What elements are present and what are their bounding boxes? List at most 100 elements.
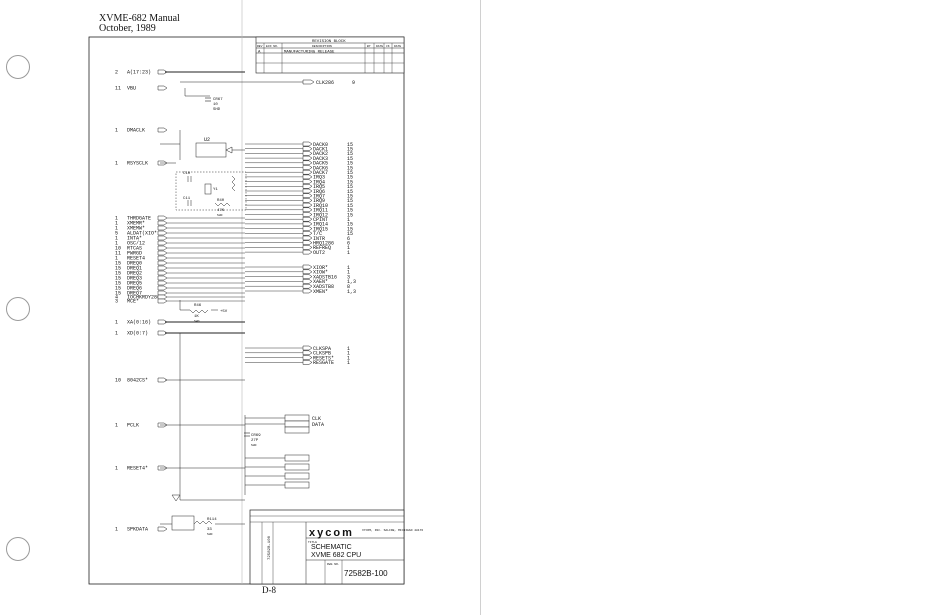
title-line-2: XVME 682 CPU [311, 552, 361, 559]
left-signal-pin: 1 [115, 216, 118, 222]
r40-ref: R40 [217, 199, 225, 203]
right-signal-name: DACK0 [313, 142, 328, 148]
binder-hole-middle [6, 297, 30, 321]
revision-block-title: REVISION BLOCK [312, 40, 346, 44]
left-signal-name: RESET4 [127, 256, 145, 262]
left-signal-name: PWRGD [127, 251, 142, 257]
rev-letter: A [258, 51, 261, 55]
right-signal-name: IRQ14 [313, 222, 328, 228]
left-connector-arrow [157, 290, 168, 296]
r114-ref: R114 [207, 518, 217, 522]
right-signal-name: XIOR* [313, 265, 328, 271]
r40-value: 47K [217, 209, 225, 213]
right-signal-name: DACK1 [313, 147, 328, 153]
c-pclk-ref: CR69 [251, 434, 261, 438]
left-signal-pin: 10 [115, 378, 121, 384]
right-connector-arrow [302, 146, 313, 151]
right-connector-arrow [302, 216, 313, 222]
left-signal-pin: 15 [115, 286, 121, 292]
left-signal-name: IOCHKRDY286 [127, 295, 160, 301]
company-logo: xycom [309, 527, 354, 539]
right-signal-sheet: 15 [347, 222, 353, 228]
blank-right-page [481, 0, 950, 615]
right-signal-name: RESGATE [313, 360, 334, 366]
kbd-data-label: DATA [312, 422, 324, 428]
right-signal-name: IRQ12 [313, 212, 328, 218]
right-signal-sheet: 15 [347, 175, 353, 181]
left-connector-arrow [157, 330, 168, 336]
left-signal-name: PCLK [127, 423, 139, 429]
c-vbu-note: SHD [213, 108, 221, 112]
left-connector-arrow [157, 294, 168, 300]
right-connector-arrow [302, 184, 313, 189]
left-connector-arrow [157, 255, 168, 261]
left-connector-arrow [157, 225, 168, 231]
y1-label: Y1 [213, 188, 218, 192]
right-signal-sheet: 15 [347, 156, 353, 162]
rev-col-date: DATE [376, 45, 383, 48]
company-address: XYCOM, INC. SALINE, MICHIGAN 48176 [362, 529, 423, 532]
left-signal-pin: 10 [115, 246, 121, 252]
right-signal-sheet: 1 [347, 355, 350, 361]
right-signal-name: XMEN* [313, 289, 328, 295]
right-connector-arrow [302, 207, 313, 213]
right-signal-sheet: 15 [347, 184, 353, 190]
left-signal-name: SPKDATA [127, 527, 148, 533]
right-connector-arrow [302, 279, 313, 284]
manual-title: XVME-682 Manual [99, 13, 180, 24]
keyboard-connectors [245, 414, 310, 489]
right-signal-sheet: 1,3 [347, 289, 356, 295]
bus-wiring [160, 71, 246, 501]
right-signal-name: DACK2 [313, 151, 328, 157]
right-connector-arrow [302, 283, 313, 289]
right-connector-arrow [302, 231, 313, 236]
right-signal-xbus: XIOR*1 [245, 264, 350, 271]
r46-ref: R46 [194, 304, 202, 308]
right-signal-sheet: 15 [347, 226, 353, 232]
right-connector-arrow [302, 160, 313, 166]
right-connector-arrow [302, 288, 313, 294]
right-signal-sheet: 3 [347, 274, 350, 280]
left-signal-name: THRDGATE [127, 216, 151, 222]
revision-block: REVISION BLOCK REV ECO NO. DESCRIPTION B… [255, 36, 405, 74]
left-signal-name: RESET4* [127, 466, 148, 472]
clk286-output: CLK286 9 [180, 79, 355, 86]
right-signal-sheet: 1 [347, 351, 350, 357]
left-signal-name: XD(0:7) [127, 331, 148, 337]
rev-col-desc: DESCRIPTION [312, 45, 332, 48]
left-connector-arrow [157, 245, 168, 251]
left-signal-name: DREQ7 [127, 291, 142, 297]
schematic-page: XVME-682 Manual October, 1989 D-8 [6, 13, 276, 595]
right-signal-name: DACK6 [313, 165, 328, 171]
right-connector-arrow [302, 169, 313, 175]
component-u2: U2 [195, 137, 245, 158]
c-vbu-ref: CR67 [213, 98, 223, 102]
vcc-label: +5V [220, 310, 228, 314]
left-signal-pin: 3 [115, 299, 118, 305]
left-signal-pin: 1 [115, 331, 118, 337]
right-signal-irq-dma: IRQ14 15 [245, 221, 353, 228]
capacitor-pclk [244, 432, 250, 437]
